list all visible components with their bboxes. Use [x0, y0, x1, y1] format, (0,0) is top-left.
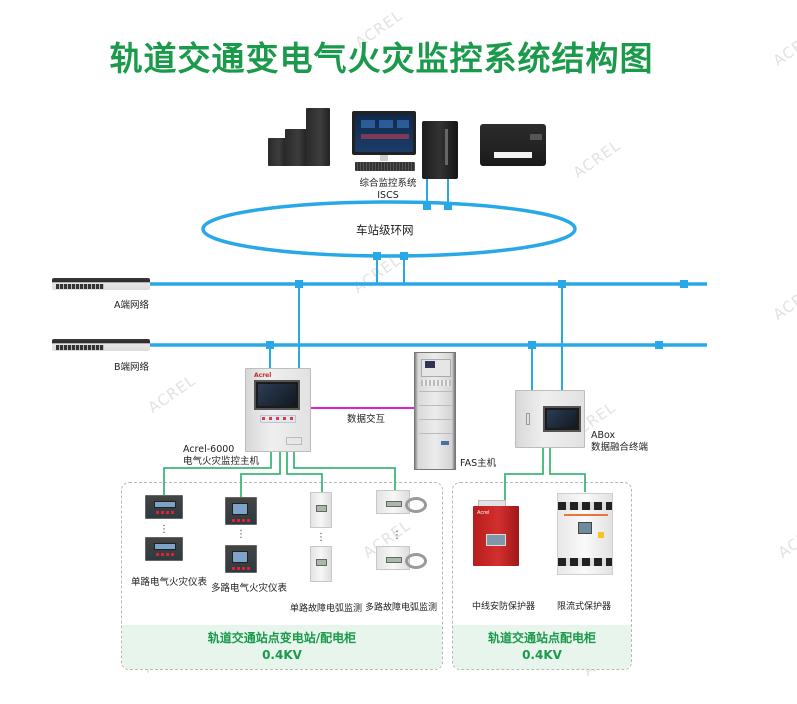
- current-limiter-label: 限流式保护器: [557, 602, 612, 612]
- abox-label: ABox 数据融合终端: [591, 430, 648, 454]
- ellipsis-icon: ⋮: [159, 524, 169, 535]
- b-bus-node: [655, 341, 663, 349]
- host-to-single-arc: [286, 450, 323, 492]
- current-limiting-protector-icon: [557, 493, 613, 575]
- multi-circuit-meter-icon: [225, 545, 257, 573]
- fas-host-icon: [414, 352, 456, 470]
- single-arc-detector-icon: [310, 546, 332, 582]
- b-network-label: B端网络: [114, 362, 150, 373]
- single-arc-label: 单路故障电弧监测: [290, 604, 363, 614]
- ring-node: [423, 202, 431, 210]
- zone-distribution: 轨道交通站点配电柜 0.4KV: [452, 482, 632, 670]
- station-ring-network: [201, 200, 577, 258]
- acrel-6000-label: Acrel-6000 电气火灾监控主机: [183, 444, 259, 468]
- a-bus-node: [680, 280, 688, 288]
- monitor-icon: [352, 111, 416, 155]
- abox-to-current-limiter: [549, 446, 586, 492]
- network-switch-b-icon: [52, 339, 150, 351]
- multi-circuit-meter-icon: [225, 497, 257, 525]
- abox-desc: 数据融合终端: [591, 442, 649, 453]
- ups-icon: [268, 138, 286, 166]
- host-to-multi-meter: [240, 450, 281, 497]
- workstation-tower-icon: [422, 121, 458, 179]
- abox-to-neutral-protector: [504, 446, 544, 506]
- ring-node: [444, 202, 452, 210]
- multi-meter-label: 多路电气火灾仪表: [211, 583, 288, 594]
- single-meter-label: 单路电气火灾仪表: [131, 577, 208, 588]
- neutral-protector-label: 中线安防保护器: [472, 602, 536, 612]
- host-to-single-meter: [163, 450, 272, 495]
- keyboard-icon: [355, 162, 415, 171]
- single-arc-detector-icon: [310, 492, 332, 528]
- monitor-stand-icon: [380, 155, 388, 161]
- current-transformer-icon: [405, 497, 427, 513]
- zone-distribution-footer: 轨道交通站点配电柜 0.4KV: [453, 625, 631, 669]
- abox-name: ABox: [591, 430, 616, 441]
- host-name: 电气火灾监控主机: [183, 456, 260, 467]
- acrel-6000-host-icon: Acrel: [245, 368, 311, 452]
- single-circuit-meter-icon: [145, 537, 183, 561]
- fas-label: FAS主机: [460, 458, 497, 469]
- a-network-label: A端网络: [114, 300, 149, 311]
- ellipsis-icon: ⋮: [392, 530, 402, 541]
- network-switch-a-icon: [52, 278, 150, 290]
- abox-terminal-icon: [515, 390, 585, 448]
- single-circuit-meter-icon: [145, 495, 183, 519]
- zone-substation-title: 轨道交通站点变电站/配电柜: [207, 631, 357, 645]
- zone-substation-voltage: 0.4KV: [262, 648, 302, 662]
- printer-icon: [480, 124, 546, 166]
- ellipsis-icon: ⋮: [236, 529, 246, 540]
- ellipsis-icon: ⋮: [316, 532, 326, 543]
- multi-arc-label: 多路故障电弧监测: [365, 603, 438, 613]
- ups-icon: [285, 129, 307, 166]
- zone-substation: 轨道交通站点变电站/配电柜 0.4KV: [121, 482, 443, 670]
- iscs-label: 综合监控系统 ISCS: [359, 178, 417, 201]
- zone-distribution-voltage: 0.4KV: [522, 648, 562, 662]
- zone-substation-footer: 轨道交通站点变电站/配电柜 0.4KV: [122, 625, 442, 669]
- host-model: Acrel-6000: [183, 444, 235, 455]
- ring-network-label: 车站级环网: [356, 223, 414, 237]
- ring-node: [400, 252, 408, 260]
- zone-distribution-title: 轨道交通站点配电柜: [487, 631, 596, 645]
- host-to-multi-arc: [293, 450, 396, 490]
- neutral-line-protector-icon: Acrel: [473, 506, 519, 566]
- page-title: 轨道交通变电气火灾监控系统结构图: [109, 39, 654, 78]
- data-exchange-label: 数据交互: [347, 414, 386, 425]
- ring-node: [373, 252, 381, 260]
- current-transformer-icon: [405, 553, 427, 569]
- server-cabinet-icon: [306, 108, 330, 166]
